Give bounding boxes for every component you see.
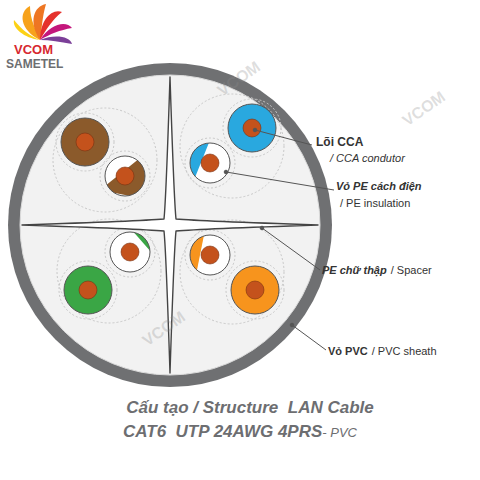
text-row: CAT6 UTP 24AWG 4PRS- PVC	[123, 422, 357, 442]
logo-text: SAMETEL	[6, 57, 63, 71]
part-name: / PE insulation	[340, 197, 410, 209]
part-name: Vỏ PE cách điện	[336, 180, 422, 192]
text-row: Lõi CCA	[316, 135, 363, 149]
text-row: SAMETEL	[6, 57, 63, 71]
part-name: PE chữ thập	[322, 264, 387, 276]
caption-line: CAT6 UTP 24AWG 4PRS	[123, 422, 322, 442]
logo-icon	[14, 4, 72, 44]
text-row: VCOM	[14, 42, 53, 57]
solid-wire	[61, 104, 279, 314]
caption-line: - PVC	[322, 425, 357, 440]
text-row: Vỏ PE cách điện	[336, 180, 422, 192]
text-row: Cấu tạo / Structure LAN Cable	[126, 398, 373, 418]
caption-line: Cấu tạo / Structure LAN Cable	[126, 398, 373, 418]
text-row: Vỏ PVC / PVC sheath	[328, 345, 437, 357]
logo-text: VCOM	[14, 42, 53, 57]
part-name: / Spacer	[391, 264, 432, 276]
part-name: / PVC sheath	[372, 345, 437, 357]
text-row: / CCA condutor	[330, 152, 405, 164]
cable-interior	[20, 75, 320, 375]
spacer-cross	[22, 77, 318, 373]
pvc-sheath	[8, 63, 332, 387]
text-row: / PE insulation	[340, 197, 410, 209]
leader-line	[224, 128, 334, 350]
cca-core	[76, 119, 264, 299]
striped-wire	[100, 140, 230, 280]
part-name: Lõi CCA	[316, 135, 363, 149]
part-name: / CCA condutor	[330, 152, 405, 164]
part-name: Vỏ PVC	[328, 345, 368, 357]
text-row: PE chữ thập / Spacer	[322, 264, 432, 276]
watermark: VCOM	[399, 88, 449, 130]
